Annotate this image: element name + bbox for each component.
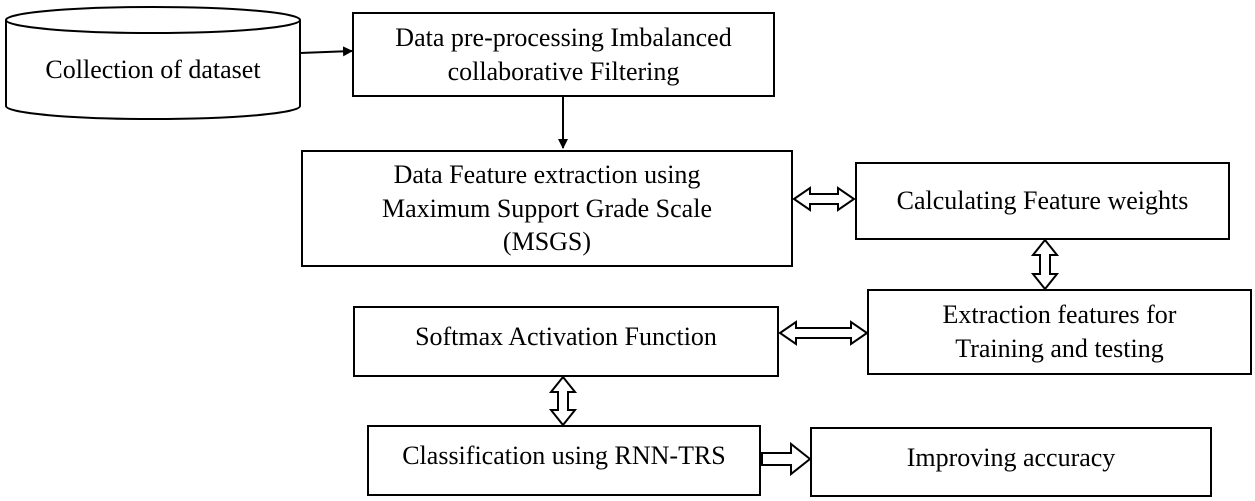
feature-extraction-label-line3: (MSGS) bbox=[502, 227, 592, 257]
collection-of-dataset-label: Collection of dataset bbox=[45, 54, 261, 84]
feature-weights-label: Calculating Feature weights bbox=[896, 186, 1189, 216]
database-cylinder-icon bbox=[5, 6, 301, 120]
preprocessing-label-line2: collaborative Filtering bbox=[447, 56, 680, 86]
improving-accuracy-node: Improving accuracy bbox=[810, 427, 1212, 497]
arrow-collection-to-preprocess bbox=[299, 46, 353, 57]
double-arrow-feature-extraction-weights bbox=[792, 186, 856, 212]
softmax-node: Softmax Activation Function bbox=[353, 306, 779, 377]
arrow-classification-to-accuracy bbox=[761, 441, 812, 477]
feature-extraction-label-line2: Maximum Support Grade Scale bbox=[382, 193, 712, 223]
softmax-label: Softmax Activation Function bbox=[415, 322, 717, 351]
double-arrow-weights-extraction bbox=[1030, 238, 1060, 291]
double-arrow-softmax-extraction bbox=[778, 320, 869, 346]
classification-node: Classification using RNN-TRS bbox=[367, 425, 761, 496]
extraction-train-test-node: Extraction features for Training and tes… bbox=[867, 289, 1252, 375]
collection-of-dataset-node: Collection of dataset bbox=[6, 33, 300, 106]
classification-label: Classification using RNN-TRS bbox=[402, 441, 726, 470]
extraction-train-test-label-line2: Training and testing bbox=[955, 334, 1164, 363]
feature-extraction-node: Data Feature extraction using Maximum Su… bbox=[301, 150, 793, 267]
preprocessing-label-line1: Data pre-processing Imbalanced bbox=[395, 22, 732, 52]
preprocessing-node: Data pre-processing Imbalanced collabora… bbox=[352, 12, 775, 97]
feature-extraction-label-line1: Data Feature extraction using bbox=[393, 159, 701, 189]
feature-weights-node: Calculating Feature weights bbox=[855, 162, 1230, 240]
extraction-train-test-label-line1: Extraction features for bbox=[942, 300, 1177, 330]
improving-accuracy-label: Improving accuracy bbox=[906, 443, 1116, 472]
double-arrow-softmax-classification bbox=[548, 375, 578, 427]
